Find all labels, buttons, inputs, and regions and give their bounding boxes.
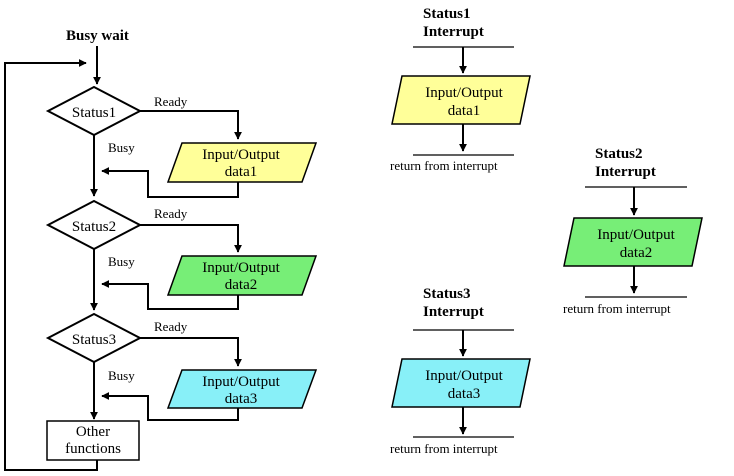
io-data3-line2: data3 (225, 391, 257, 407)
status3-ready-label: Ready (154, 319, 188, 334)
io-data3-return-arrow (101, 392, 239, 421)
isr1-io-box (391, 75, 531, 125)
isr2-title-line2: Interrupt (595, 164, 656, 180)
isr3-io-line1: Input/Output (425, 368, 503, 384)
isr1-title-line2: Interrupt (423, 24, 484, 40)
io-data1-line2: data1 (225, 164, 257, 180)
io-data3-box (166, 369, 318, 409)
status2-busy-label: Busy (108, 254, 135, 269)
busy-wait-title: Busy wait (66, 28, 129, 44)
isr1-return-text: return from interrupt (390, 158, 498, 173)
isr1-io-line2: data1 (448, 103, 480, 119)
io-data2-return-arrow (101, 280, 239, 310)
io-data2-box (166, 255, 318, 296)
isr3-title-line1: Status3 (423, 286, 471, 302)
other-functions-line2: functions (65, 441, 121, 457)
isr2-return-text: return from interrupt (563, 301, 671, 316)
status3-busy-label: Busy (108, 368, 135, 383)
isr2-title-line1: Status2 (595, 146, 643, 162)
status1-ready-arrow (140, 110, 242, 140)
isr3-io-line2: data3 (448, 386, 480, 402)
status2-label: Status2 (72, 219, 116, 235)
loop-back-line (4, 59, 98, 471)
other-functions-line1: Other (76, 424, 110, 440)
isr1-title-line1: Status1 (423, 6, 471, 22)
isr3-title-line2: Interrupt (423, 304, 484, 320)
io-data2-line1: Input/Output (202, 260, 280, 276)
isr1-io-line1: Input/Output (425, 85, 503, 101)
io-data2-line2: data2 (225, 277, 257, 293)
status1-label: Status1 (72, 105, 116, 121)
status3-ready-arrow (140, 337, 242, 367)
io-data1-line1: Input/Output (202, 147, 280, 163)
io-data1-return-arrow (101, 167, 239, 198)
io-data1-box (166, 142, 318, 183)
io-data3-line1: Input/Output (202, 374, 280, 390)
status1-busy-label: Busy (108, 140, 135, 155)
isr2-io-line1: Input/Output (597, 227, 675, 243)
isr2-io-box (563, 217, 703, 267)
isr3-return-text: return from interrupt (390, 441, 498, 456)
other-functions-box (46, 420, 140, 461)
status1-ready-label: Ready (154, 94, 188, 109)
isr2-io-line2: data2 (620, 245, 652, 261)
isr3-io-box (391, 358, 531, 408)
status2-ready-arrow (140, 224, 242, 253)
status2-ready-label: Ready (154, 206, 188, 221)
status3-label: Status3 (72, 332, 116, 348)
